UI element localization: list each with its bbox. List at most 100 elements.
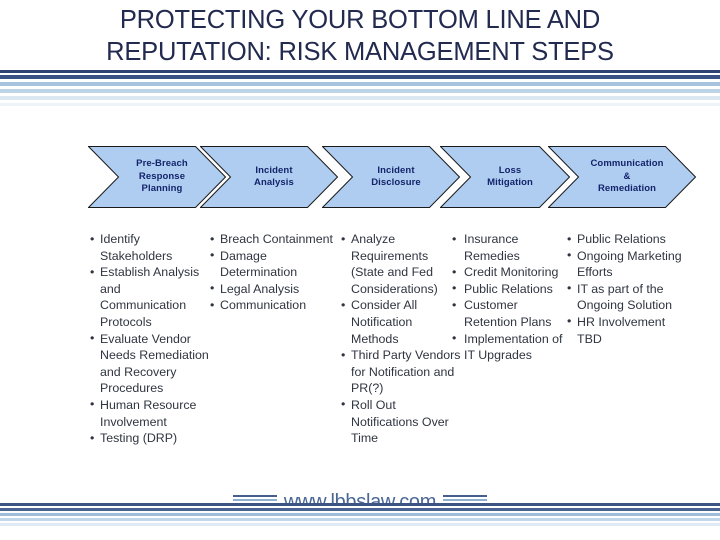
list-item-label: Public Relations [464, 281, 553, 296]
chevron-arrow-icon [548, 146, 696, 208]
list-item: •IT as part of the Ongoing Solution [566, 281, 690, 314]
stripe [0, 523, 720, 526]
bullet-list-4: • Insurance Remedies • Credit Monitoring • Pu… [452, 231, 572, 364]
bullet-icon: • [452, 331, 457, 346]
list-item: • Breach Containment [209, 231, 333, 248]
bullet-icon: • [90, 430, 95, 445]
stripe [0, 100, 720, 103]
bullet-list-3: •Analyze Requirements (State and Fed Con… [340, 231, 462, 447]
stripe [0, 506, 720, 508]
list-item: •Communication [209, 297, 333, 314]
bullet-column-1: • Identify Stakeholders • Establish Analysi… [89, 231, 209, 447]
bullet-list-1: • Identify Stakeholders • Establish Analysi… [89, 231, 209, 447]
stripe [0, 82, 720, 86]
bullet-icon: • [341, 347, 346, 362]
process-step-5[interactable]: Communication&Remediation [548, 146, 696, 208]
list-item-label: Breach Containment [220, 232, 333, 246]
bullet-icon: • [452, 264, 457, 279]
bullet-column-4: • Insurance Remedies • Credit Monitoring • Pu… [452, 231, 572, 364]
list-item: • Credit Monitoring [452, 264, 572, 281]
bullet-icon: • [90, 397, 95, 412]
stripe [0, 89, 720, 93]
chevron-arrow-icon [322, 146, 460, 208]
top-decorative-stripe-band [0, 70, 720, 106]
list-item: • Human Resource Involvement [89, 397, 209, 430]
list-item: • Public Relations [566, 231, 690, 248]
list-item: • Insurance Remedies [452, 231, 572, 264]
list-item-label: HR Involvement TBD [577, 314, 666, 346]
bullet-icon: • [567, 248, 572, 263]
list-item-label: Ongoing Marketing Efforts [577, 248, 682, 280]
bullet-icon: • [90, 231, 95, 246]
bullet-icon: • [567, 231, 572, 246]
list-item: • Third Party Vendors for Notification an… [340, 347, 462, 397]
stripe [0, 75, 720, 79]
bullet-column-5: • Public Relations • Ongoing Marketing Effo… [566, 231, 690, 347]
list-item-label: Establish Analysis and Communication Pro… [100, 265, 200, 329]
list-item-label: Consider All Notification Methods [351, 298, 418, 346]
chevron-arrow-icon [440, 146, 570, 208]
stripe [0, 521, 720, 523]
chevron-arrow-icon [88, 146, 226, 208]
list-item: • Implementation of IT Upgrades [452, 331, 572, 364]
list-item-label: Third Party Vendors for Notification and… [351, 348, 461, 396]
stripe [0, 516, 720, 518]
list-item: • Public Relations [452, 281, 572, 298]
stripe [0, 79, 720, 82]
stripe [0, 511, 720, 513]
list-item-label: Human Resource Involvement [100, 397, 197, 429]
bullet-icon: • [90, 264, 95, 279]
stripe [0, 70, 720, 73]
title-line-2: REPUTATION: RISK MANAGEMENT STEPS [106, 38, 614, 66]
bullet-icon: • [452, 297, 457, 312]
list-item-label: Customer Retention Plans [464, 298, 552, 329]
bullet-icon: • [210, 248, 215, 263]
list-item-label: Legal Analysis [220, 281, 300, 296]
bullet-icon: • [452, 281, 457, 296]
stripe [0, 518, 720, 521]
list-item-label: Insurance Remedies [464, 232, 520, 263]
list-item: •HR Involvement TBD [566, 314, 690, 347]
list-item: •Legal Analysis [209, 281, 333, 298]
list-item: •Evaluate Vendor Needs Remediation and R… [89, 331, 209, 397]
bullet-list-5: • Public Relations • Ongoing Marketing Effo… [566, 231, 690, 347]
stripe [0, 503, 720, 506]
chevron-arrow-icon [200, 146, 338, 208]
list-item: •Roll Out Notifications Over Time [340, 397, 462, 447]
list-item-label: Implementation of IT Upgrades [464, 331, 563, 363]
list-item-label: Testing (DRP) [100, 431, 178, 446]
list-item: • Ongoing Marketing Efforts [566, 248, 690, 281]
stripe [0, 93, 720, 96]
bullet-column-3: •Analyze Requirements (State and Fed Con… [340, 231, 462, 447]
list-item: • Establish Analysis and Communication Pr… [89, 264, 209, 330]
list-item-label: IT as part of the Ongoing Solution [577, 281, 673, 313]
bullet-column-2: • Breach Containment •Damage Determination… [209, 231, 333, 314]
list-item: • Customer Retention Plans [452, 297, 572, 330]
stripe [0, 73, 720, 75]
list-item-label: Identify Stakeholders [100, 232, 173, 263]
stripe [0, 103, 720, 106]
bullet-icon: • [341, 231, 346, 246]
bottom-decorative-stripe-band [0, 503, 720, 526]
bullet-icon: • [341, 297, 346, 312]
bullet-icon: • [210, 231, 215, 246]
page-title: PROTECTING YOUR BOTTOM LINE AND REPUTATI… [0, 4, 720, 68]
stripe [0, 513, 720, 516]
list-item-label: Credit Monitoring [464, 265, 559, 280]
stripe [0, 96, 720, 100]
bullet-list-2: • Breach Containment •Damage Determination… [209, 231, 333, 314]
list-item: •Damage Determination [209, 248, 333, 281]
stripe [0, 508, 720, 511]
content-columns: • Identify Stakeholders • Establish Analysi… [0, 231, 720, 481]
list-item-label: Evaluate Vendor Needs Remediation and Re… [100, 331, 209, 396]
list-item-label: Public Relations [577, 232, 666, 246]
stripe [0, 86, 720, 89]
bullet-icon: • [341, 397, 346, 412]
